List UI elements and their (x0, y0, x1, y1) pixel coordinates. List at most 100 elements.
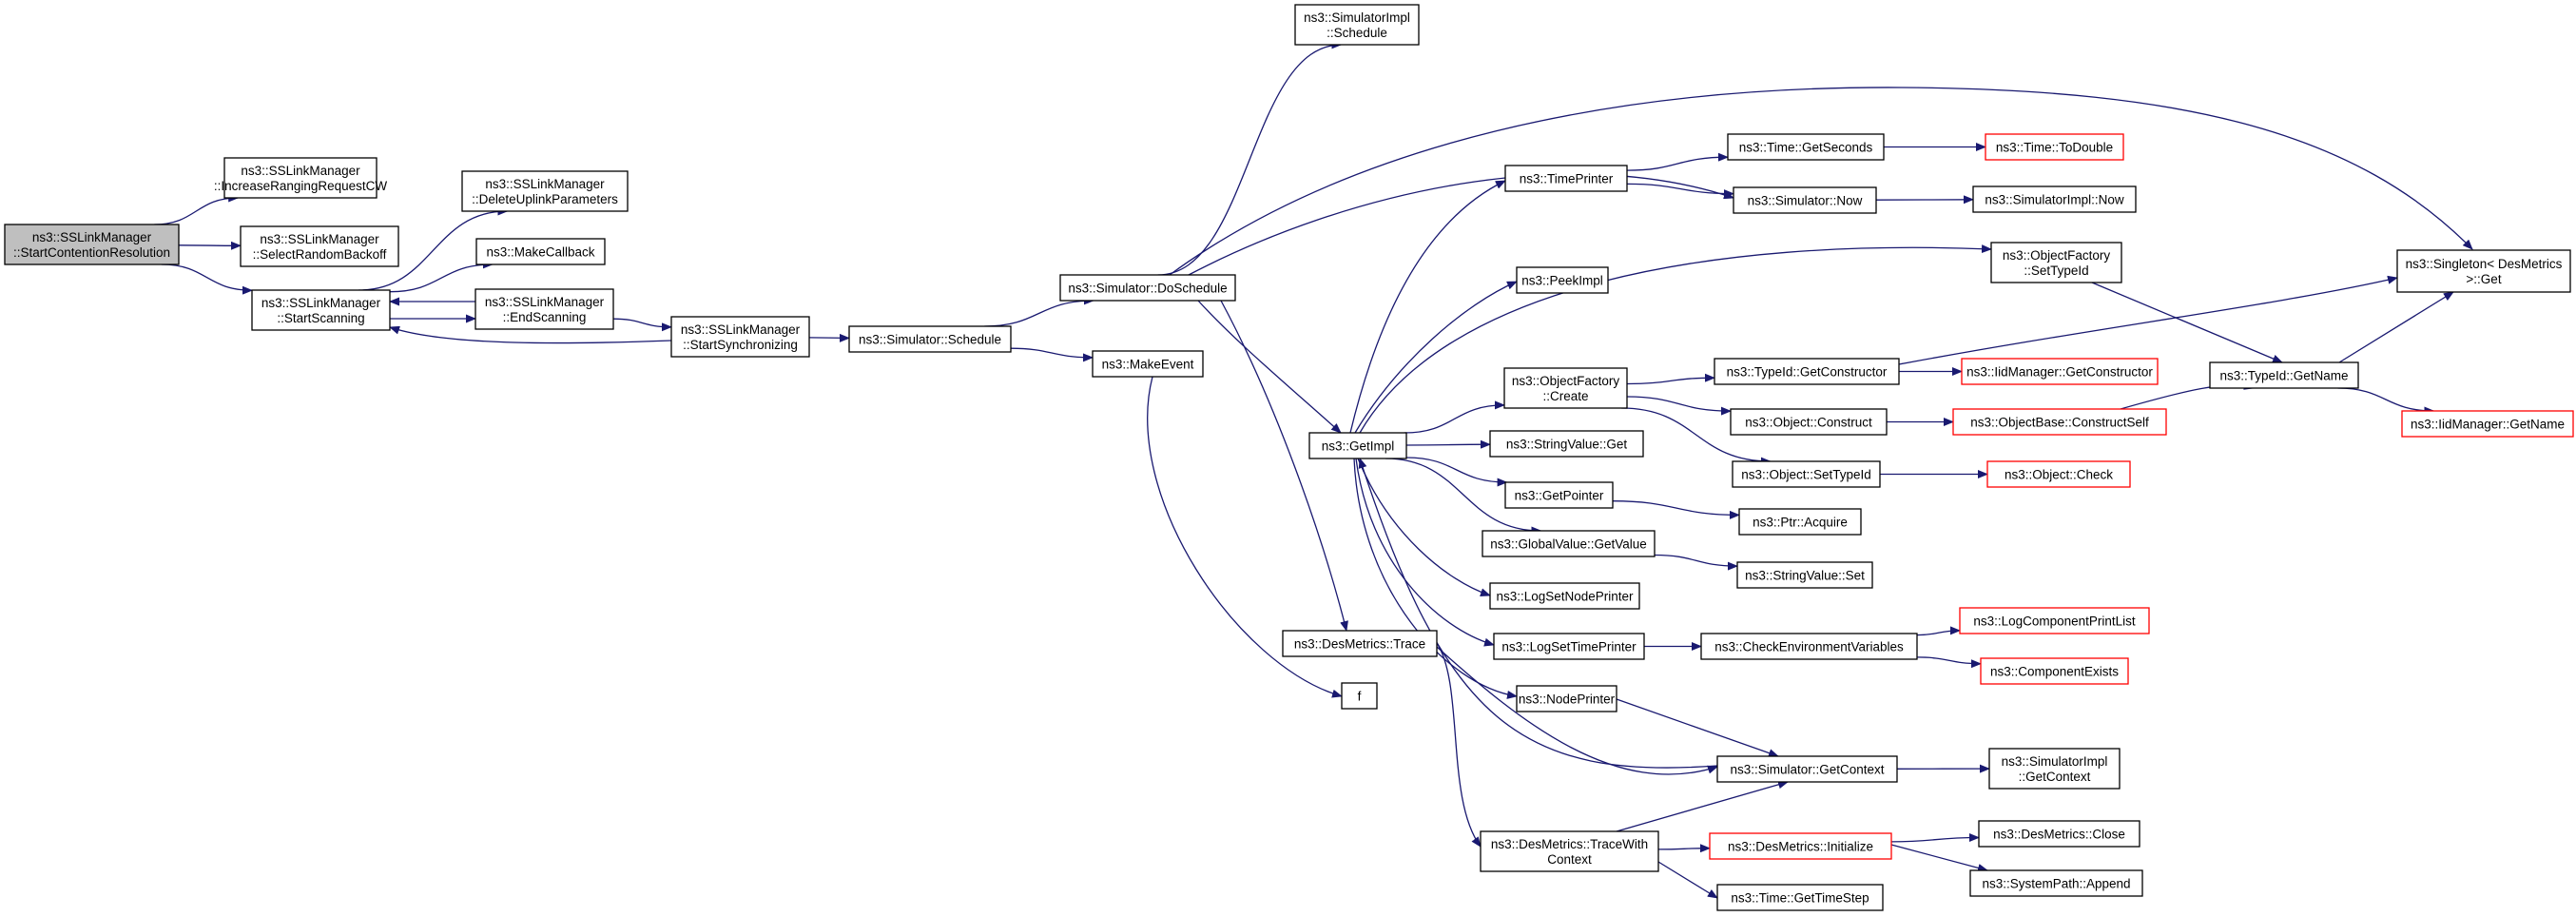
node-label-line: ::StartScanning (277, 311, 364, 325)
graph-node-n21[interactable]: ns3::LogSetNodePrinter (1489, 582, 1640, 610)
graph-node-n17[interactable]: ns3::ObjectFactory::Create (1503, 367, 1628, 409)
graph-node-n42[interactable]: ns3::LogComponentPrintList (1959, 607, 2150, 634)
graph-node-n35[interactable]: ns3::Time::GetTimeStep (1716, 884, 1884, 911)
node-box (1516, 685, 1617, 712)
node-box (1059, 274, 1236, 302)
node-label-line: ::Create (1542, 389, 1588, 403)
node-label-line: ns3::Simulator::Schedule (859, 333, 1001, 347)
edge-n10-to-n26 (1188, 173, 1734, 276)
edge-n14-to-n19 (1405, 457, 1508, 487)
node-box (1294, 4, 1420, 46)
graph-node-n1[interactable]: ns3::SSLinkManager::IncreaseRangingReque… (214, 157, 388, 199)
node-box (848, 325, 1012, 353)
node-label-line: ::DeleteUplinkParameters (472, 192, 618, 206)
graph-node-n47[interactable]: ns3::Singleton< DesMetrics>::Get (2396, 249, 2571, 293)
edge-n7-to-n8 (808, 333, 850, 342)
node-box (475, 288, 614, 330)
node-box (240, 225, 399, 267)
edge-n24-to-n35 (1657, 861, 1718, 899)
node-label-line: ns3::StringValue::Set (1745, 569, 1865, 583)
node-box (1990, 242, 2122, 283)
edge-n14-to-n16 (1354, 281, 1518, 434)
graph-node-n41[interactable]: ns3::Object::Check (1986, 460, 2131, 488)
graph-node-n5[interactable]: ns3::MakeCallback (475, 238, 606, 265)
node-box (1961, 358, 2159, 385)
graph-node-n23[interactable]: ns3::NodePrinter (1516, 685, 1617, 712)
edge-n17-to-n29 (1621, 407, 1772, 466)
edge-n14-to-n15 (1349, 180, 1506, 434)
node-label-line: ns3::ObjectBase::ConstructSelf (1970, 416, 2149, 430)
graph-node-n4[interactable]: ns3::SSLinkManager::DeleteUplinkParamete… (461, 170, 629, 212)
node-box (223, 157, 378, 199)
graph-node-n49[interactable]: ns3::IidManager::GetName (2401, 410, 2574, 438)
node-box (1969, 869, 2143, 897)
graph-node-n16[interactable]: ns3::PeekImpl (1516, 266, 1609, 294)
edge-n14-to-n17 (1404, 400, 1505, 434)
node-label-line: ns3::PeekImpl (1521, 274, 1603, 288)
graph-node-n6[interactable]: ns3::SSLinkManager::EndScanning (475, 288, 614, 330)
node-label-line: ns3::StringValue::Get (1506, 438, 1628, 452)
graph-node-n9[interactable]: ns3::SimulatorImpl::Schedule (1294, 4, 1420, 46)
node-box (1503, 367, 1628, 409)
graph-node-n25[interactable]: ns3::Time::GetSeconds (1727, 133, 1885, 161)
graph-node-n3[interactable]: ns3::SSLinkManager::StartScanning (251, 289, 391, 331)
graph-node-n31[interactable]: ns3::StringValue::Set (1736, 561, 1873, 589)
graph-node-n13[interactable]: ns3::DesMetrics::Trace (1282, 630, 1438, 657)
graph-node-n10[interactable]: ns3::Simulator::DoSchedule (1059, 274, 1236, 302)
graph-node-n33[interactable]: ns3::Simulator::GetContext (1716, 755, 1898, 783)
node-box (1716, 884, 1884, 911)
graph-node-n2[interactable]: ns3::SSLinkManager::SelectRandomBackoff (240, 225, 399, 267)
graph-node-n14[interactable]: ns3::GetImpl (1308, 432, 1407, 459)
node-box (1480, 830, 1659, 872)
node-box (1709, 832, 1892, 860)
edge-n10-to-n14 (1197, 300, 1342, 434)
graph-node-n15[interactable]: ns3::TimePrinter (1504, 165, 1628, 192)
node-label-line: ns3::LogSetTimePrinter (1501, 640, 1637, 654)
graph-node-n44[interactable]: ns3::SimulatorImpl::GetContext (1988, 748, 2121, 790)
graph-node-n12[interactable]: f (1341, 682, 1378, 710)
graph-node-n45[interactable]: ns3::DesMetrics::Close (1978, 820, 2140, 848)
edge-n24-to-n33 (1616, 780, 1789, 832)
edge-n27-to-n47 (1898, 275, 2398, 365)
edge-n8-to-n11 (1010, 347, 1094, 362)
graph-node-n46[interactable]: ns3::SystemPath::Append (1969, 869, 2143, 897)
graph-node-n19[interactable]: ns3::GetPointer (1504, 481, 1614, 509)
node-label-line: ns3::ObjectFactory (2003, 248, 2111, 263)
graph-node-n18[interactable]: ns3::StringValue::Get (1489, 430, 1644, 458)
edge-n14-to-n20 (1385, 458, 1542, 536)
graph-node-n34[interactable]: ns3::DesMetrics::Initialize (1709, 832, 1892, 860)
node-label-line: ns3::Object::SetTypeId (1741, 468, 1871, 482)
graph-node-n38[interactable]: ns3::ObjectFactory::SetTypeId (1990, 242, 2122, 283)
node-label-line: ns3::MakeCallback (486, 245, 594, 260)
node-label-line: ns3::Object::Check (2005, 468, 2113, 482)
graph-node-n37[interactable]: ns3::SimulatorImpl::Now (1972, 185, 2137, 213)
node-box (1738, 508, 1862, 536)
graph-node-n36[interactable]: ns3::Time::ToDouble (1985, 133, 2124, 161)
graph-node-n39[interactable]: ns3::IidManager::GetConstructor (1961, 358, 2159, 385)
node-box (2396, 249, 2571, 293)
graph-node-n30[interactable]: ns3::Ptr::Acquire (1738, 508, 1862, 536)
graph-node-n27[interactable]: ns3::TypeId::GetConstructor (1714, 358, 1900, 385)
edge-n33-to-n14 (1358, 458, 1718, 769)
node-label-line: ns3::GlobalValue::GetValue (1490, 537, 1647, 552)
graph-node-n22[interactable]: ns3::LogSetTimePrinter (1493, 633, 1645, 660)
node-box (1516, 266, 1609, 294)
edge-n40-to-n48 (2120, 381, 2255, 410)
graph-node-n40[interactable]: ns3::ObjectBase::ConstructSelf (1952, 408, 2167, 436)
nodes-layer: ns3::SSLinkManager::StartContentionResol… (4, 4, 2574, 911)
graph-node-n0: ns3::SSLinkManager::StartContentionResol… (4, 224, 180, 265)
graph-node-n48[interactable]: ns3::TypeId::GetName (2209, 361, 2359, 389)
edge-n0-to-n3 (161, 263, 253, 295)
graph-node-n20[interactable]: ns3::GlobalValue::GetValue (1482, 530, 1656, 557)
graph-node-n7[interactable]: ns3::SSLinkManager::StartSynchronizing (670, 316, 810, 358)
graph-node-n28[interactable]: ns3::Object::Construct (1730, 408, 1888, 436)
graph-node-n32[interactable]: ns3::CheckEnvironmentVariables (1700, 633, 1918, 660)
graph-node-n11[interactable]: ns3::MakeEvent (1092, 350, 1204, 378)
graph-node-n26[interactable]: ns3::Simulator::Now (1733, 186, 1877, 214)
node-box (1716, 755, 1898, 783)
graph-node-n29[interactable]: ns3::Object::SetTypeId (1732, 460, 1881, 488)
graph-node-n8[interactable]: ns3::Simulator::Schedule (848, 325, 1012, 353)
node-box (1952, 408, 2167, 436)
graph-node-n43[interactable]: ns3::ComponentExists (1980, 657, 2129, 685)
